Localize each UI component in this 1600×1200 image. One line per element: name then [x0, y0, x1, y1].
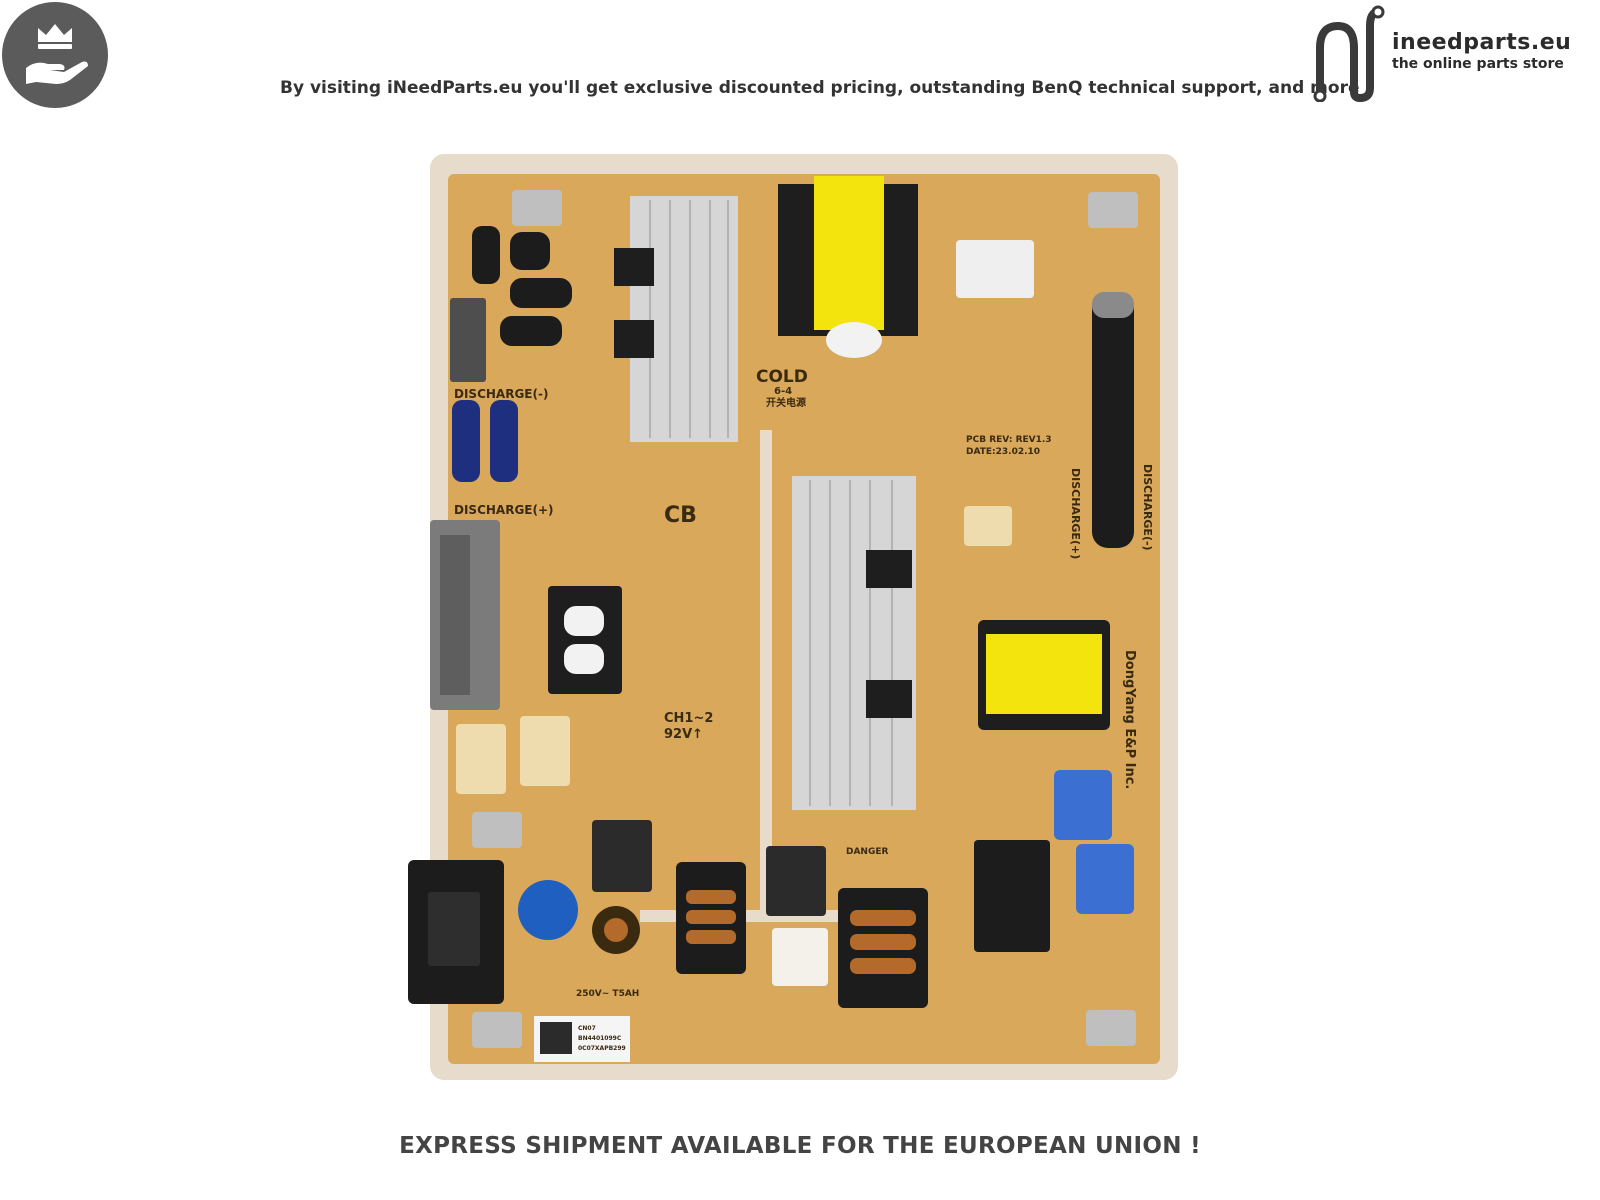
label-pcb-date: DATE:23.02.10	[966, 447, 1040, 457]
label-cold-cn: 开关电源	[766, 396, 806, 409]
heatsink-lower	[792, 476, 916, 810]
label-cb: CB	[664, 503, 697, 528]
connector-small	[450, 298, 486, 382]
bridge-rectifier	[974, 840, 1050, 952]
label-fuse: 250V~ T5AH	[576, 989, 639, 999]
label-discharge-plus-right: DISCHARGE(+)	[1069, 468, 1082, 559]
heatsink-upper	[630, 196, 738, 442]
label-ch-v: 92V↑	[664, 727, 703, 742]
label-cold: COLD	[756, 367, 808, 387]
plug-cable-icon	[1313, 5, 1385, 102]
varistor	[518, 880, 578, 940]
header-tagline: By visiting iNeedParts.eu you'll get exc…	[280, 78, 1360, 98]
crown-hand-badge	[2, 2, 108, 108]
label-cold-sub: 6-4	[774, 386, 792, 397]
ineedparts-logo[interactable]: ineedparts.eu the online parts store	[1308, 4, 1578, 102]
label-discharge-minus-right: DISCHARGE(-)	[1141, 464, 1154, 551]
logo-brand-name: ineedparts.eu	[1392, 30, 1572, 55]
label-serial: 0C07XAPB299	[578, 1045, 626, 1052]
x-capacitor-1	[1054, 770, 1112, 840]
logo-brand-tagline: the online parts store	[1392, 56, 1564, 72]
label-pcb-rev: PCB REV: REV1.3	[966, 435, 1052, 445]
bulk-capacitor	[1092, 292, 1134, 548]
label-danger: DANGER	[846, 847, 889, 857]
label-discharge-minus-left: DISCHARGE(-)	[454, 387, 548, 401]
label-code: BN4401099C	[578, 1035, 622, 1042]
crown-hand-icon	[26, 24, 88, 84]
label-discharge-plus-left: DISCHARGE(+)	[454, 503, 554, 517]
footer-shipping-banner: EXPRESS SHIPMENT AVAILABLE FOR THE EUROP…	[399, 1133, 1201, 1159]
x-capacitor-2	[1076, 844, 1134, 914]
label-ch: CH1~2	[664, 711, 713, 726]
power-supply-board: DISCHARGE(-) DISCHARGE(+) COLD 6-4 开关电源 …	[408, 154, 1178, 1080]
label-maker: DongYang E&P Inc.	[1122, 650, 1137, 789]
label-cn: CN07	[578, 1025, 596, 1032]
